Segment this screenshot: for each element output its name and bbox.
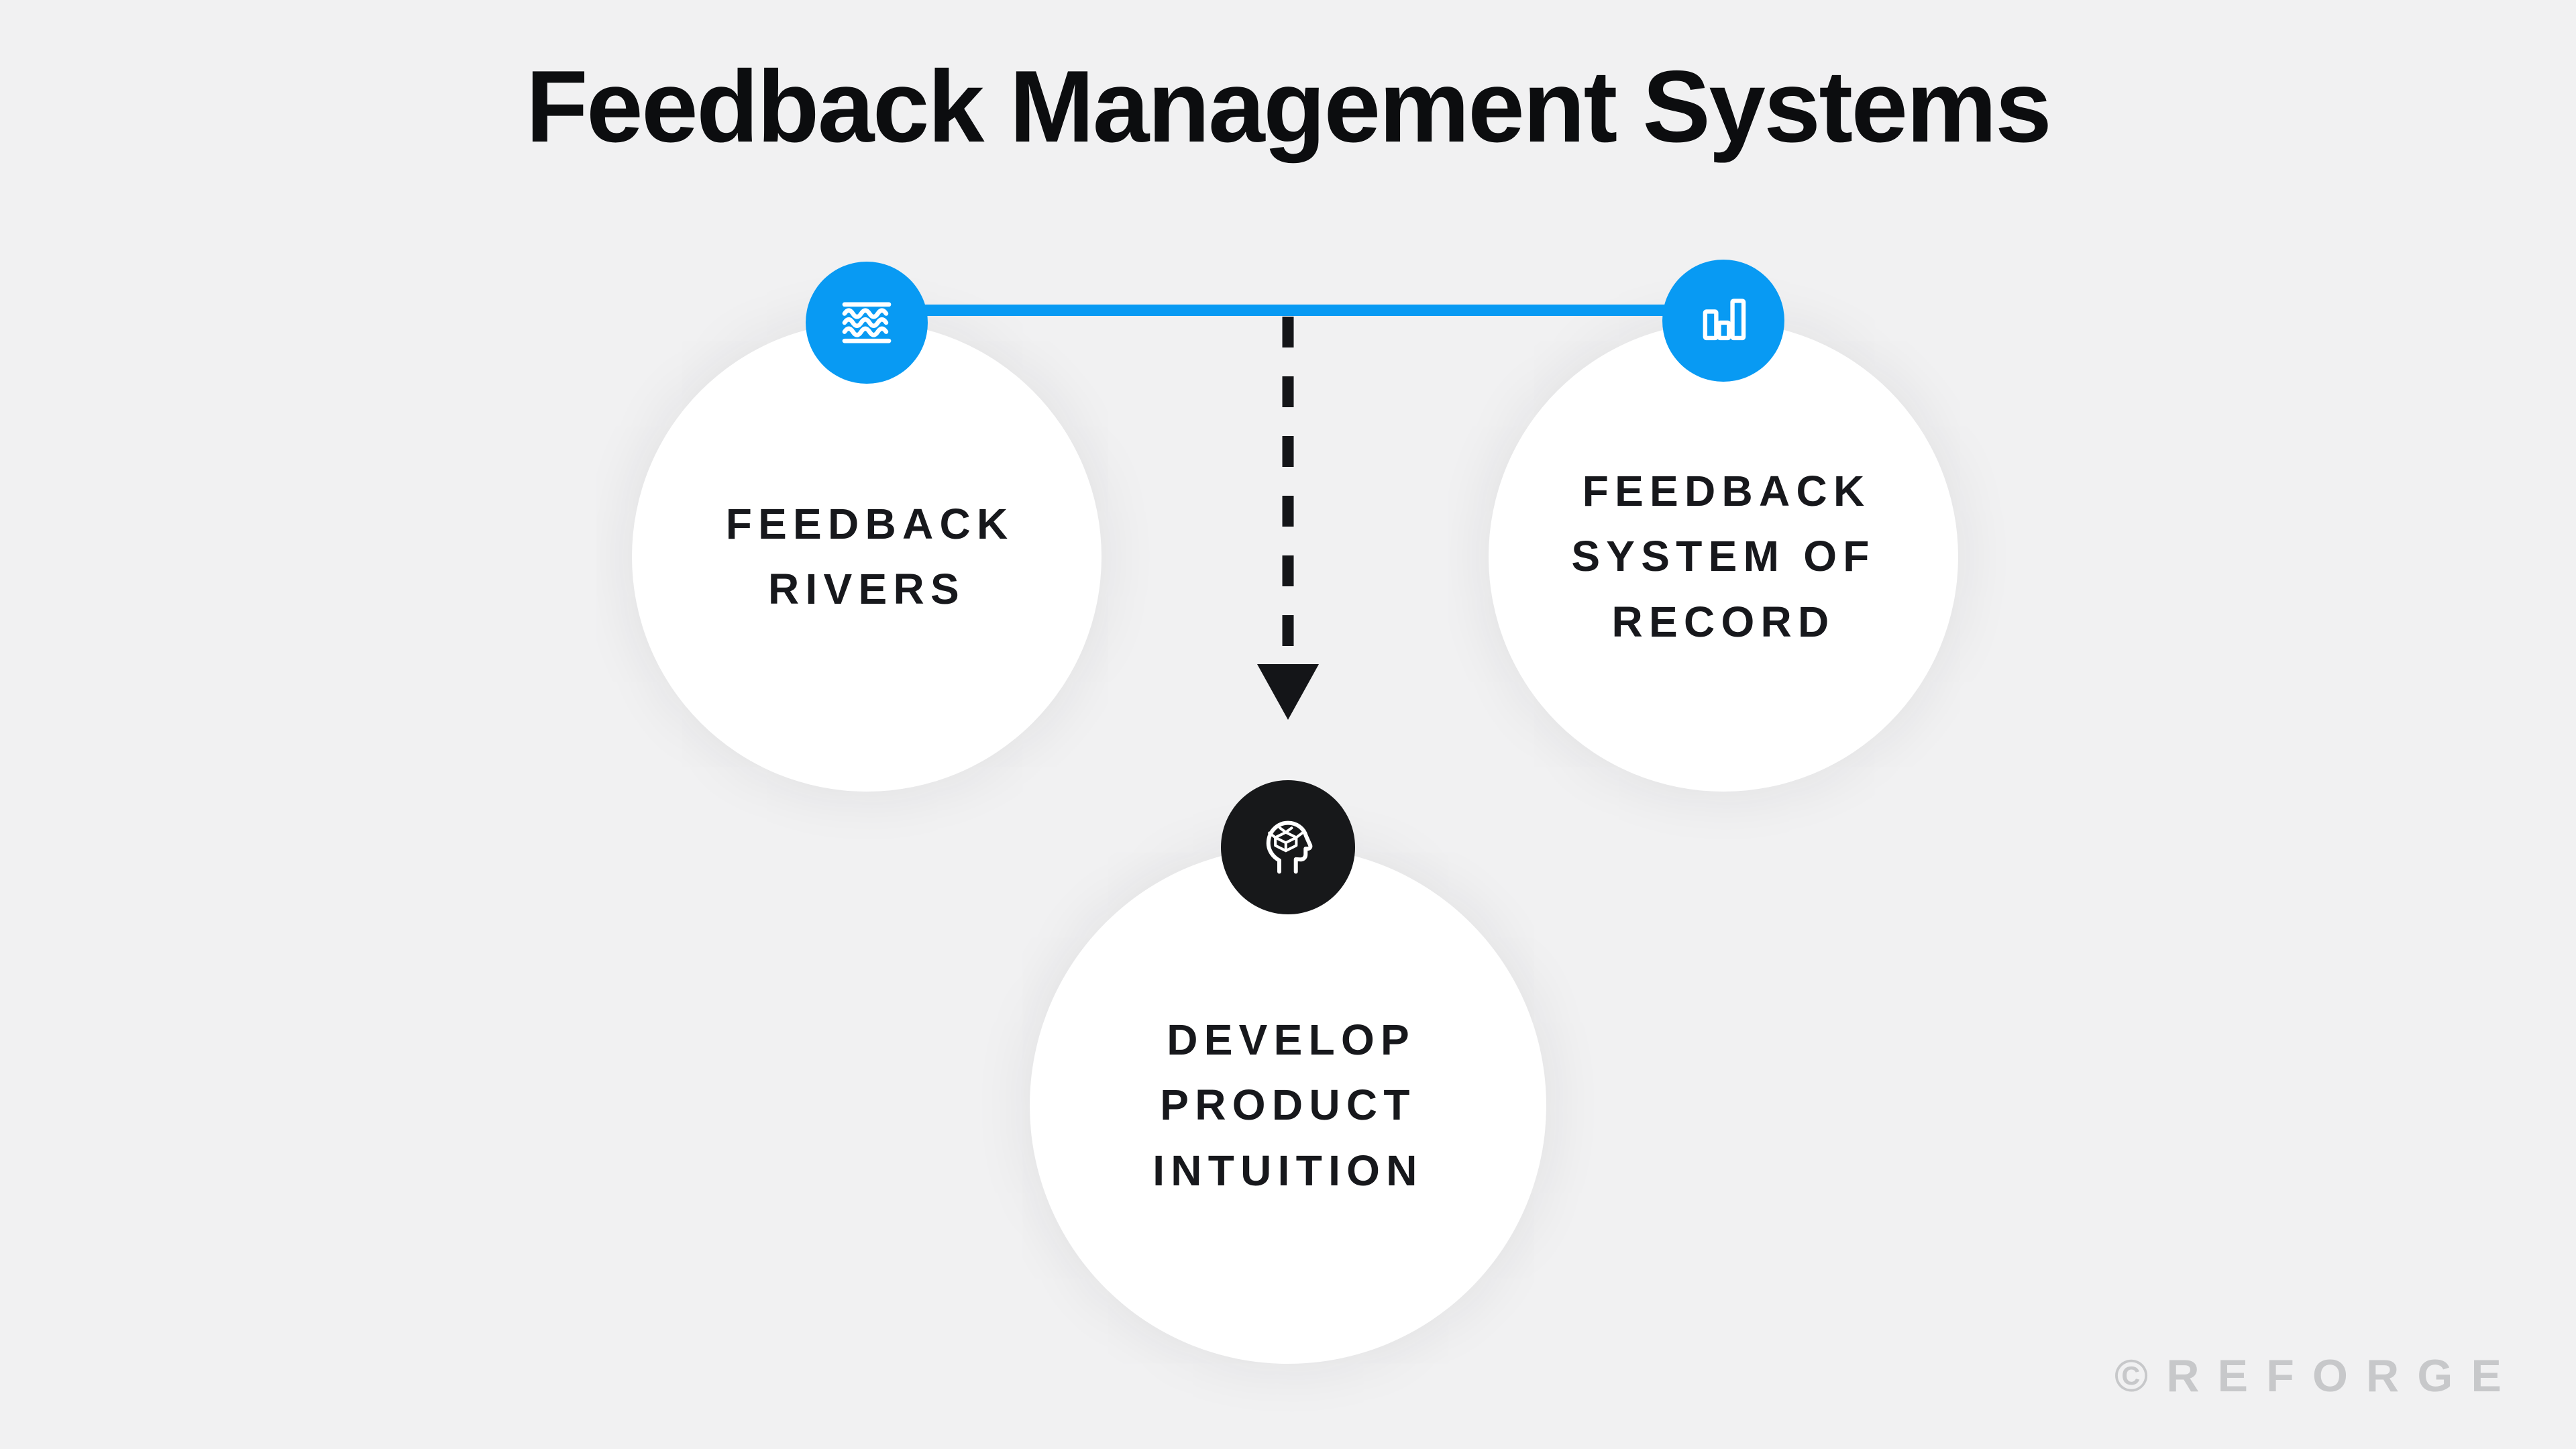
diagram-title: Feedback Management Systems (525, 50, 2052, 164)
head-box-icon (1266, 820, 1313, 874)
node-develop-product-intuition: DEVELOP PRODUCT INTUITION (1030, 847, 1546, 1364)
feedback-system-of-record-badge (1662, 260, 1784, 382)
feedback-rivers-badge (806, 262, 928, 384)
waves-icon (842, 302, 892, 343)
bar-chart-icon (1703, 299, 1746, 341)
reforge-watermark: ©REFORGE (2114, 1350, 2520, 1401)
develop-product-intuition-badge (1221, 780, 1355, 914)
node-feedback-system-of-record: FEEDBACK SYSTEM OF RECORD (1489, 322, 1958, 792)
node-label-develop-product-intuition: DEVELOP PRODUCT INTUITION (1152, 1016, 1424, 1195)
node-label-feedback-system-of-record: FEEDBACK SYSTEM OF RECORD (1571, 467, 1876, 646)
node-label-feedback-rivers: FEEDBACK RIVERS (725, 499, 1014, 613)
down-arrow (1257, 317, 1319, 720)
node-feedback-rivers: FEEDBACK RIVERS (632, 322, 1102, 792)
horizontal-connector-line (867, 305, 1723, 316)
